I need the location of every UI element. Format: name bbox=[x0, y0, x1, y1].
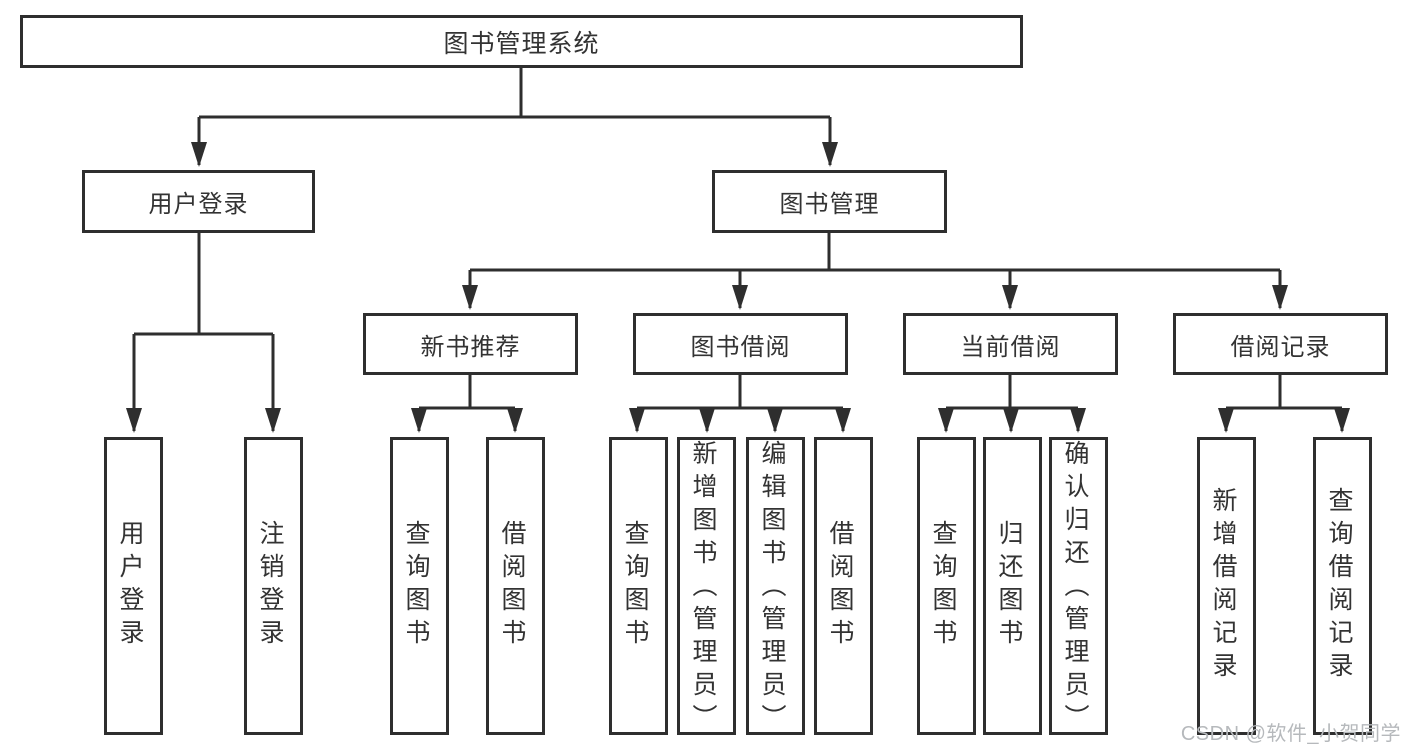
node-label: 当前借阅 bbox=[960, 333, 1061, 361]
node-book-management: 图书管理 bbox=[712, 170, 947, 233]
node-label: 编辑图书（管理员） bbox=[758, 440, 786, 737]
node-label: 归还图书 bbox=[995, 520, 1023, 652]
node-current-borrow: 当前借阅 bbox=[903, 313, 1118, 375]
node-label: 注销登录 bbox=[256, 520, 284, 652]
leaf-query-books-borrow: 查询图书 bbox=[609, 437, 668, 735]
node-label: 新书推荐 bbox=[420, 333, 521, 361]
node-label: 查询图书 bbox=[929, 520, 957, 652]
leaf-add-borrow-record: 新增借阅记录 bbox=[1197, 437, 1256, 735]
leaf-confirm-return-admin: 确认归还（管理员） bbox=[1049, 437, 1108, 737]
node-label: 借阅记录 bbox=[1230, 333, 1331, 361]
node-label: 图书借阅 bbox=[690, 333, 791, 361]
csdn-watermark: CSDN @软件_小贺同学 bbox=[1180, 723, 1401, 745]
node-label: 图书管理系统 bbox=[443, 29, 600, 58]
leaf-user-login: 用户登录 bbox=[104, 437, 163, 735]
leaf-borrow-books: 借阅图书 bbox=[814, 437, 873, 735]
node-user-login: 用户登录 bbox=[82, 170, 315, 233]
node-label: 查询借阅记录 bbox=[1325, 487, 1353, 685]
node-label: 查询图书 bbox=[402, 520, 430, 652]
node-borrow-records: 借阅记录 bbox=[1173, 313, 1388, 375]
node-label: 新增图书（管理员） bbox=[689, 440, 717, 737]
node-library-management-system: 图书管理系统 bbox=[20, 15, 1023, 68]
node-label: 查询图书 bbox=[621, 520, 649, 652]
node-label: 新增借阅记录 bbox=[1209, 487, 1237, 685]
leaf-query-borrow-record: 查询借阅记录 bbox=[1313, 437, 1372, 735]
leaf-logout: 注销登录 bbox=[244, 437, 303, 735]
node-new-book-recommend: 新书推荐 bbox=[363, 313, 578, 375]
leaf-add-books-admin: 新增图书（管理员） bbox=[677, 437, 736, 737]
leaf-borrow-books-recommend: 借阅图书 bbox=[486, 437, 545, 735]
node-label: 借阅图书 bbox=[498, 520, 526, 652]
node-label: 用户登录 bbox=[116, 520, 144, 652]
node-label: 借阅图书 bbox=[826, 520, 854, 652]
leaf-edit-books-admin: 编辑图书（管理员） bbox=[746, 437, 805, 737]
node-label: 确认归还（管理员） bbox=[1061, 440, 1089, 737]
leaf-return-books: 归还图书 bbox=[983, 437, 1042, 735]
leaf-query-books-recommend: 查询图书 bbox=[390, 437, 449, 735]
node-label: 图书管理 bbox=[779, 191, 880, 218]
node-label: 用户登录 bbox=[148, 191, 249, 218]
leaf-query-books-current: 查询图书 bbox=[917, 437, 976, 735]
node-book-borrow: 图书借阅 bbox=[633, 313, 848, 375]
